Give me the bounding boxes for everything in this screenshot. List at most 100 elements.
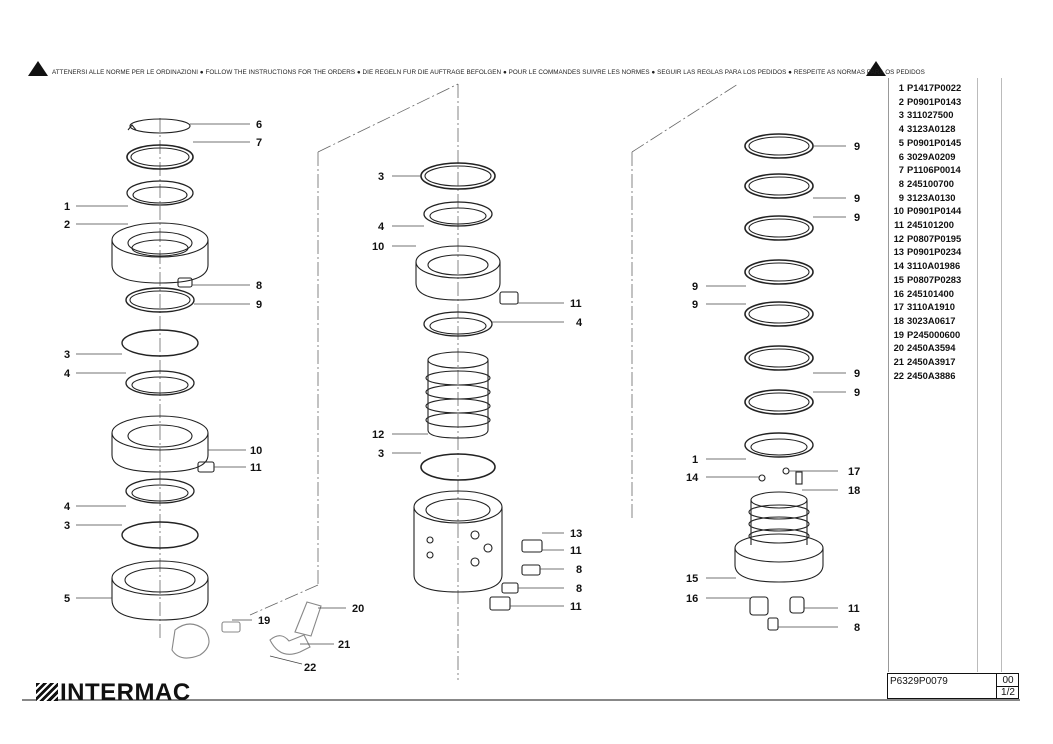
brand-mark-icon: [36, 683, 58, 701]
part-code: P0807P0283: [907, 273, 962, 285]
revision-box: 00 1/2: [996, 674, 1019, 698]
part-number: 8: [898, 177, 904, 189]
part-code: P245000600: [907, 328, 961, 340]
callout-9: 9: [854, 368, 860, 380]
part-code: P0901P0144: [907, 205, 962, 217]
part-number: 6: [898, 150, 904, 162]
callout-11: 11: [570, 298, 582, 310]
callout-8: 8: [256, 280, 262, 292]
warning-triangle-icon: [866, 61, 886, 76]
part-code: 3123A0130: [907, 191, 956, 203]
callout-14: 14: [686, 472, 699, 484]
callout-19: 19: [258, 615, 270, 627]
part-number: 16: [893, 287, 904, 299]
callout-4: 4: [378, 221, 385, 233]
part-number: 14: [893, 260, 904, 272]
callout-11: 11: [570, 545, 582, 557]
callout-11: 11: [250, 462, 262, 474]
part-code: 2450A3917: [907, 356, 956, 368]
part-number: 19: [893, 328, 904, 340]
part-number: 12: [893, 232, 904, 244]
callout-1: 1: [64, 201, 70, 213]
document-code: P6329P0079: [890, 676, 948, 687]
part-number: 15: [893, 273, 904, 285]
callout-4: 4: [64, 368, 71, 380]
callout-11: 11: [570, 601, 582, 613]
callout-8: 8: [576, 583, 582, 595]
middle-stack: [413, 162, 543, 611]
ordering-warning: ATTENERSI ALLE NORME PER LE ORDINAZIONI …: [52, 69, 925, 76]
callout-10: 10: [250, 445, 262, 457]
part-number: 18: [893, 314, 904, 326]
part-number: 17: [893, 301, 904, 313]
callout-3: 3: [64, 520, 70, 532]
part-number: 21: [893, 356, 904, 368]
parts-table-frame: [888, 78, 1021, 672]
callout-2: 2: [64, 219, 70, 231]
sheet-number: 1/2: [997, 686, 1019, 698]
callout-12: 12: [372, 429, 384, 441]
callout-9: 9: [256, 299, 262, 311]
callout-16: 16: [686, 593, 698, 605]
callout-8: 8: [854, 622, 860, 634]
part-code: 2450A3594: [907, 342, 956, 354]
part-code: 2450A3886: [907, 369, 956, 381]
part-number: 11: [894, 219, 904, 231]
callout-22: 22: [304, 662, 316, 674]
callout-5: 5: [64, 593, 70, 605]
callout-6: 6: [256, 119, 262, 131]
part-number: 20: [893, 342, 904, 354]
callout-9: 9: [854, 387, 860, 399]
callout-3: 3: [378, 448, 384, 460]
callout-20: 20: [352, 603, 364, 615]
callout-9: 9: [854, 141, 860, 153]
part-number: 4: [898, 123, 904, 135]
callout-21: 21: [338, 639, 350, 651]
part-code: 245101200: [907, 219, 954, 231]
left-stack: [111, 118, 322, 659]
part-number: 22: [893, 369, 904, 381]
part-code: 3110A01986: [907, 260, 961, 272]
callout-9: 9: [854, 212, 860, 224]
part-code: P0901P0143: [907, 95, 962, 107]
part-code: P0901P0234: [907, 246, 962, 258]
part-code: P0901P0145: [907, 136, 962, 148]
part-number: 13: [893, 246, 904, 258]
part-number: 3: [898, 109, 904, 121]
assembly-guide-lines: [159, 83, 739, 680]
callout-15: 15: [686, 573, 698, 585]
warning-triangle-icon: [28, 61, 48, 76]
part-code: 3110A1910: [907, 301, 955, 313]
callout-4: 4: [576, 317, 583, 329]
part-code: 245100700: [907, 177, 954, 189]
part-number: 5: [898, 136, 904, 148]
right-stack: [734, 133, 824, 631]
part-code: 3123A0128: [907, 123, 956, 135]
callout-9: 9: [692, 299, 698, 311]
part-number: 10: [893, 205, 904, 217]
part-code: 311027500: [907, 109, 954, 121]
callout-7: 7: [256, 137, 262, 149]
